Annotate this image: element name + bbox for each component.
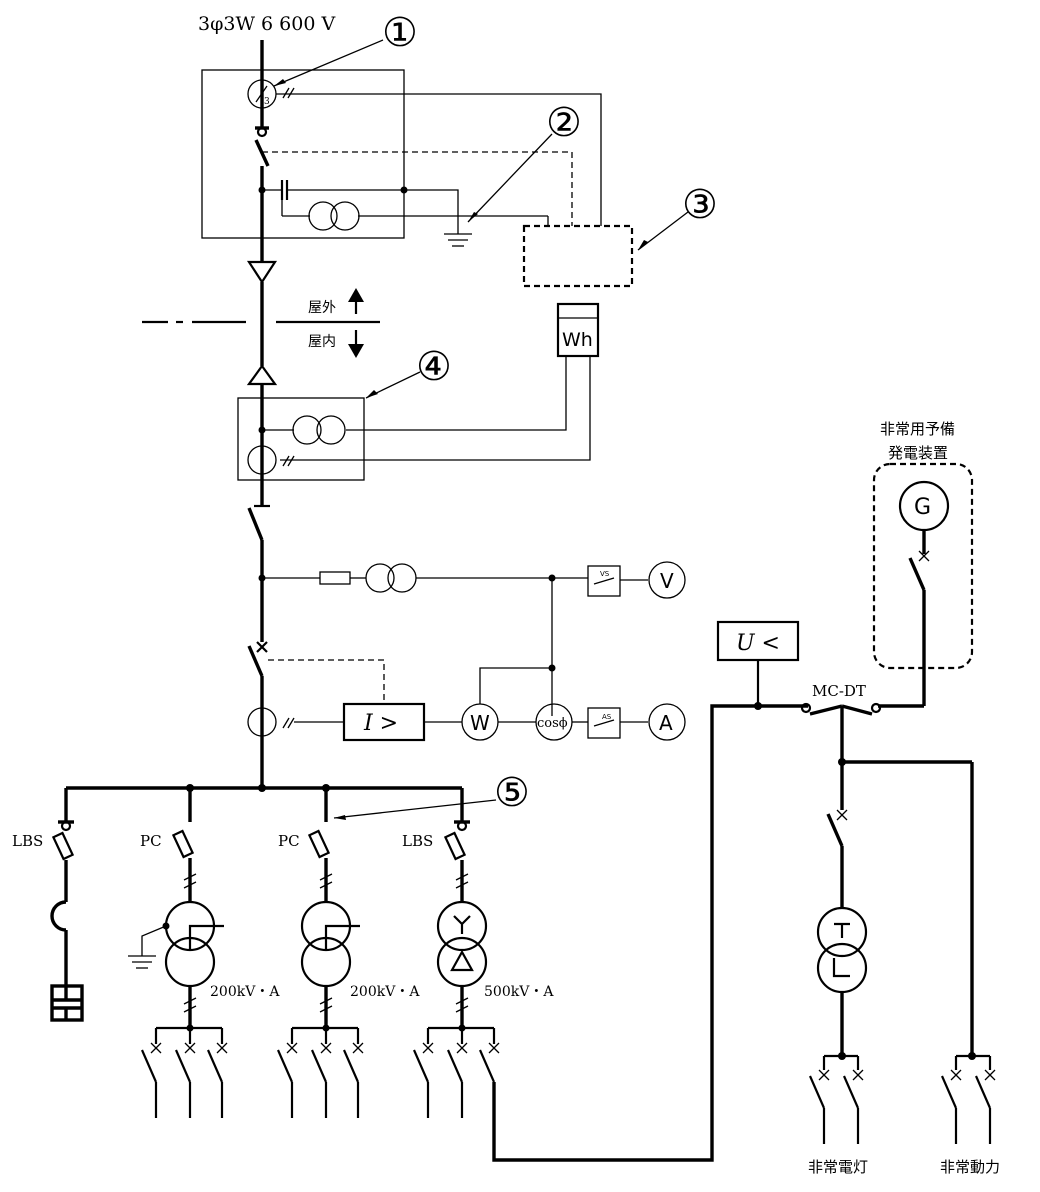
control-box-3	[522, 224, 634, 288]
vt-branch	[258, 563, 588, 716]
main-feeder	[246, 40, 278, 788]
indoor-label: 屋内	[308, 334, 336, 350]
lv-branches-1	[140, 1024, 228, 1118]
ground-symbol-2	[444, 233, 472, 247]
svg-text:U <: U <	[736, 631, 780, 656]
svg-text:AS: AS	[602, 713, 612, 721]
supply-label: 3φ3W 6 600 V	[198, 13, 335, 35]
transfer-label: MC-DT	[812, 682, 866, 700]
svg-text:3: 3	[264, 97, 270, 107]
generator-unit: 非常用予備 発電装置 G	[872, 420, 974, 708]
feeder-lbs-capacitor: LBS	[12, 788, 84, 1022]
svg-text:VS: VS	[600, 570, 610, 578]
outdoor-indoor-boundary: 屋外 屋内	[142, 288, 380, 358]
ct-branch: I > W cosϕ AS A	[247, 664, 686, 742]
callout-4: ④	[365, 344, 452, 399]
generator-symbol: G	[914, 495, 931, 520]
svg-text:cosϕ: cosϕ	[537, 716, 568, 731]
svg-text:②: ②	[546, 100, 582, 146]
transfer-switch: MC-DT	[800, 682, 972, 766]
voltmeter-group: VS V	[587, 561, 686, 599]
svg-text:Wh: Wh	[562, 329, 593, 351]
lv-branches-3	[412, 704, 808, 1162]
emergency-power-label: 非常動力	[940, 1158, 1000, 1176]
feeder-3-rating: 200kV・A	[350, 984, 420, 1000]
callout-1: ①	[273, 10, 418, 87]
generator-label-2: 発電装置	[888, 444, 948, 462]
ocr-trip-dashed-line	[268, 659, 385, 704]
callout-3: ③	[637, 182, 718, 251]
svg-text:A: A	[659, 711, 673, 735]
feeder-pc-2: PC 200kV・A	[278, 788, 420, 1028]
pas-enclosure	[201, 69, 405, 239]
feeder-pc-1: PC 200kV・A	[128, 788, 280, 1028]
ocr-label: I >	[363, 711, 398, 736]
feeder-4-rating: 500kV・A	[484, 984, 554, 1000]
feeder-4-device: LBS	[402, 832, 433, 850]
svg-text:V: V	[660, 569, 674, 593]
uvr-relay: U <	[716, 620, 800, 710]
svg-text:⑤: ⑤	[494, 770, 530, 816]
emergency-light-label: 非常電灯	[808, 1158, 868, 1176]
feeder-lbs-500: LBS 500kV・A	[402, 788, 554, 1028]
svg-text:①: ①	[382, 10, 418, 56]
feeder-2-rating: 200kV・A	[210, 984, 280, 1000]
feeder-2-device: PC	[140, 832, 162, 850]
svg-text:③: ③	[682, 182, 718, 228]
callout-2: ②	[467, 100, 582, 223]
emergency-light-branch: 非常電灯	[808, 762, 868, 1176]
feeder-1-device: LBS	[12, 832, 43, 850]
wh-meter: Wh	[280, 302, 600, 461]
svg-text:④: ④	[416, 344, 452, 390]
zct-symbol: 3	[247, 79, 602, 226]
outdoor-label: 屋外	[308, 300, 336, 316]
svg-text:W: W	[470, 711, 490, 735]
trip-dashed-line	[262, 151, 573, 226]
feeder-3-device: PC	[278, 832, 300, 850]
callout-5: ⑤	[333, 770, 530, 820]
pas-vt	[258, 180, 549, 234]
hv-bus	[66, 784, 462, 792]
vct-box	[237, 397, 365, 481]
emergency-power-branch: 非常動力	[940, 762, 1000, 1176]
generator-label-1: 非常用予備	[880, 420, 955, 438]
lv-branches-2	[276, 1024, 364, 1118]
